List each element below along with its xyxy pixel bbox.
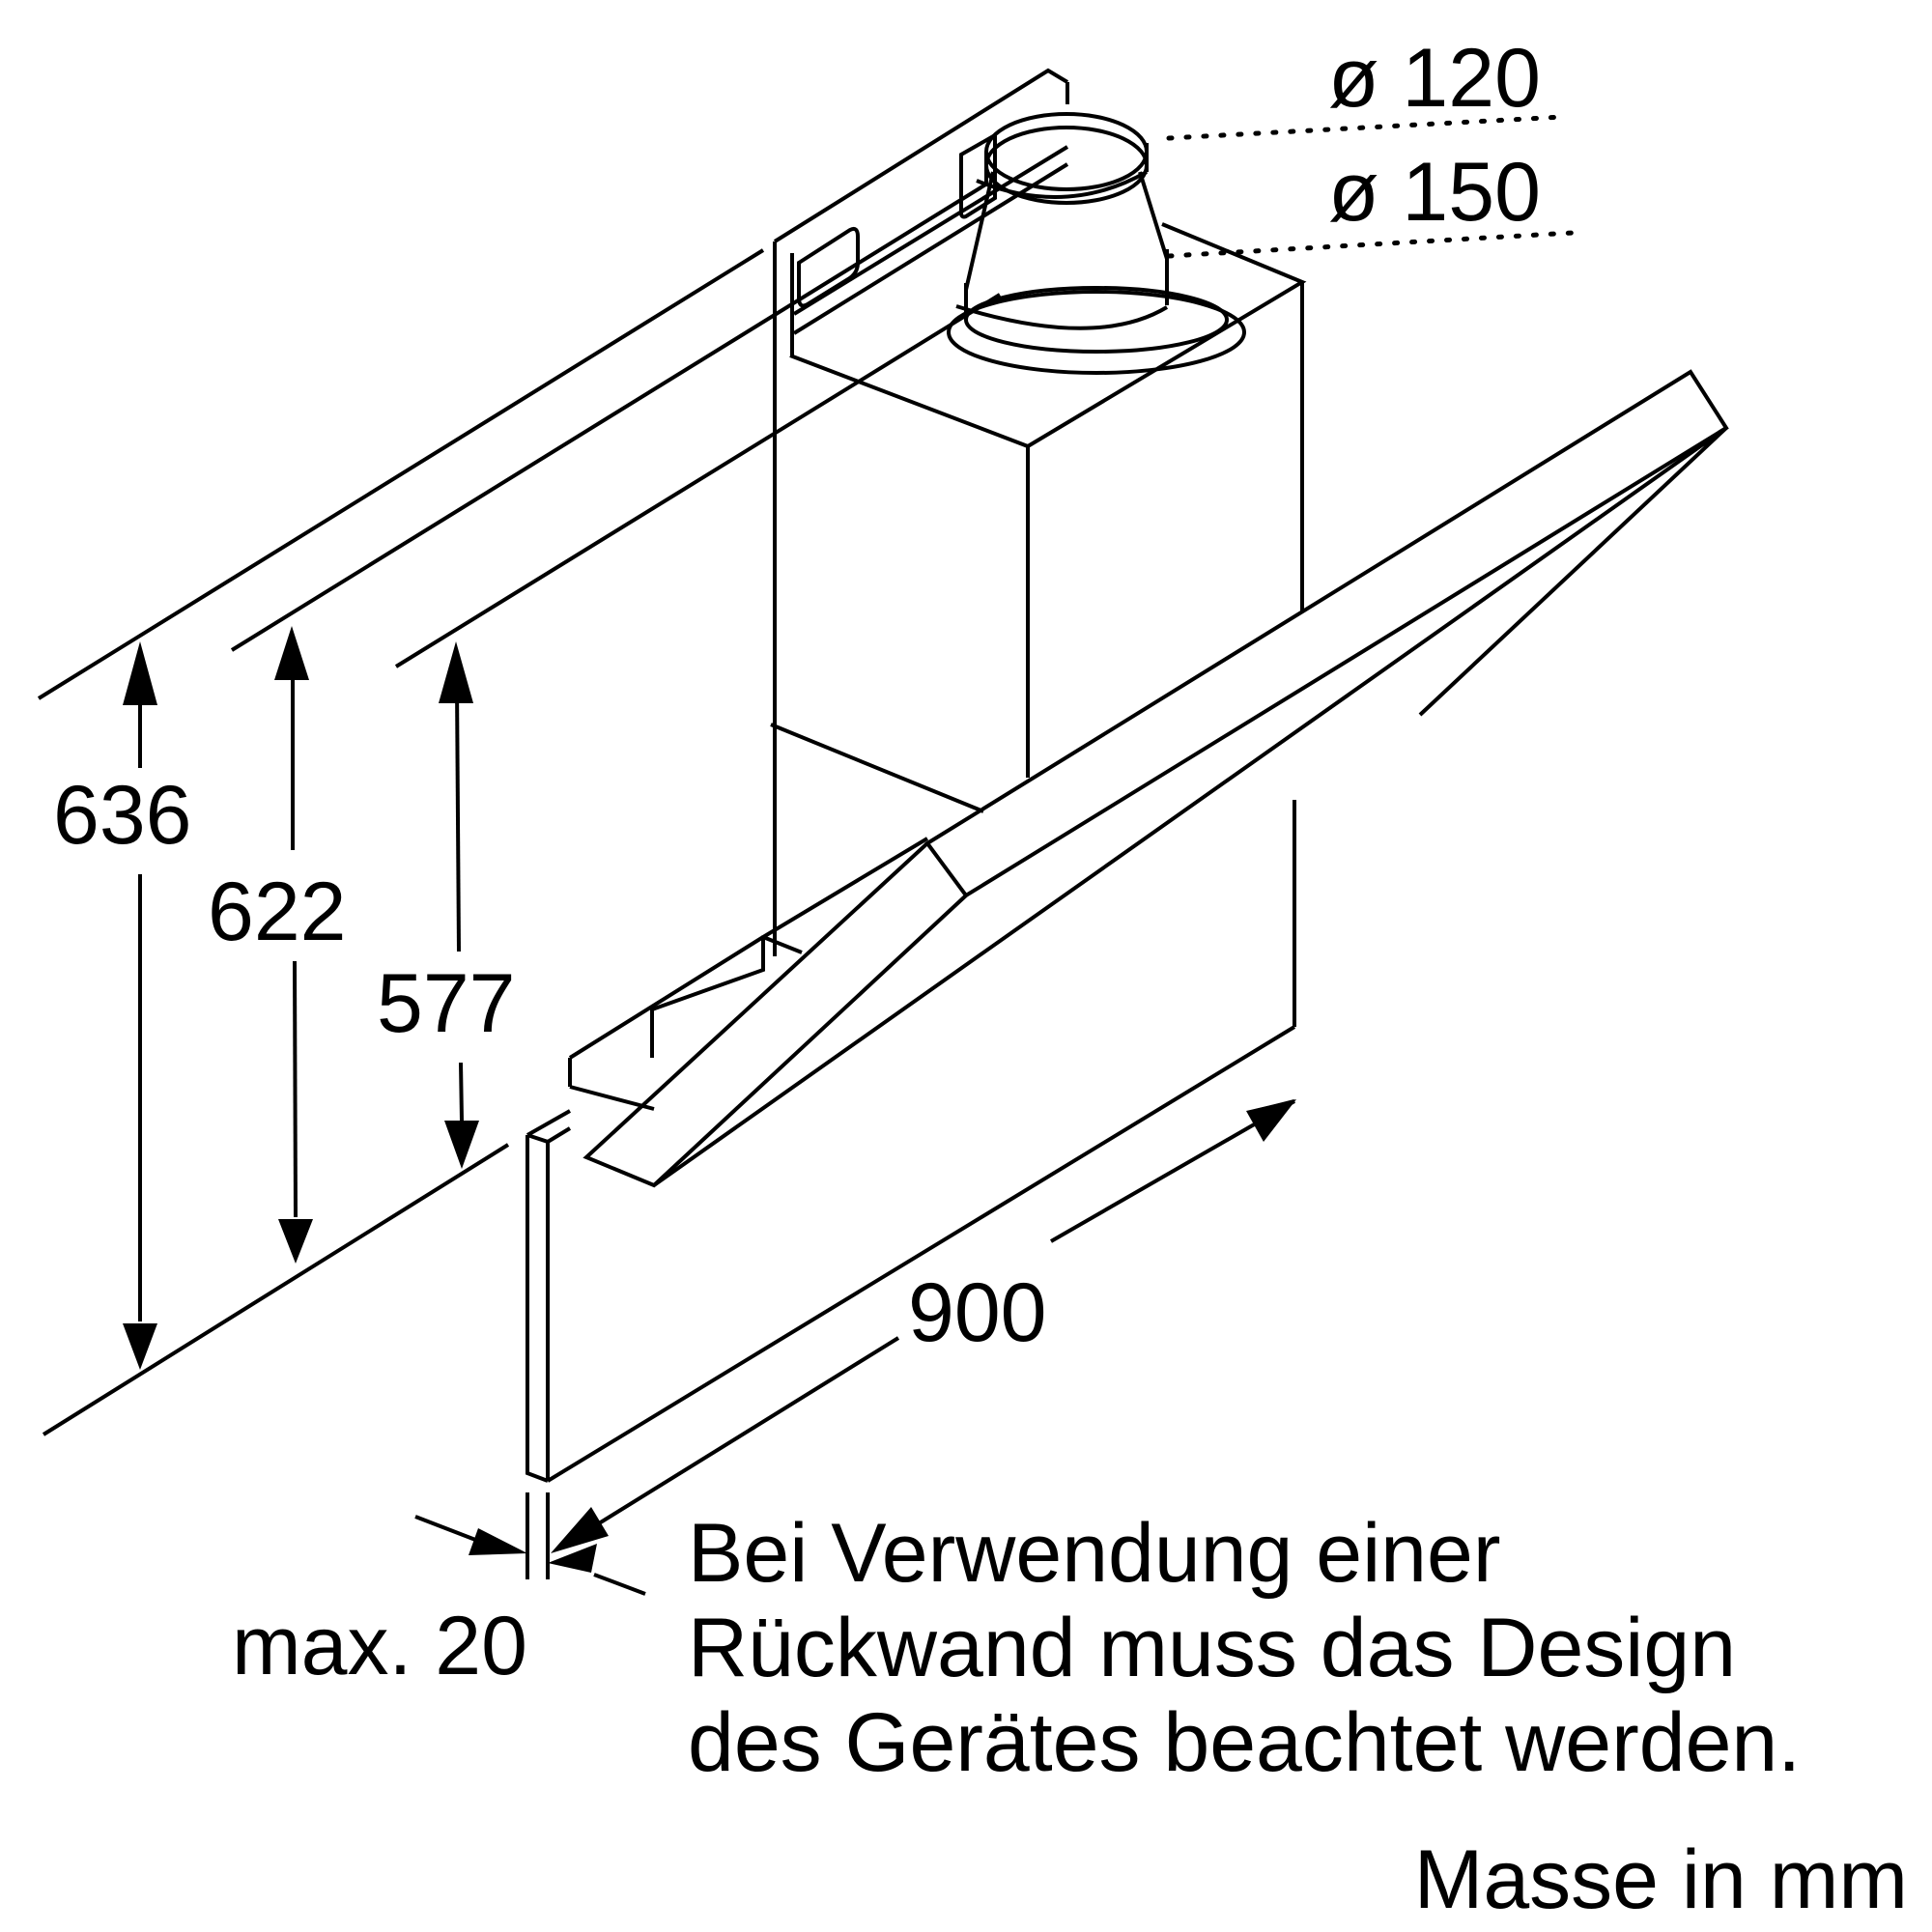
leader-dia-120 <box>1166 114 1566 141</box>
label-height-577: 577 <box>377 957 516 1050</box>
note-line-1: Bei Verwendung einer <box>688 1507 1500 1600</box>
label-width-900: 900 <box>908 1266 1047 1359</box>
hood-body <box>568 369 1729 1188</box>
label-max-20: max. 20 <box>232 1600 527 1692</box>
chimney-bracket <box>773 68 1069 956</box>
units-note: Masse in mm <box>1414 1833 1908 1926</box>
chimney-box <box>770 222 1307 813</box>
leader-dia-150 <box>1166 230 1576 259</box>
dimension-636 <box>123 641 157 1370</box>
label-dia-150: ø 150 <box>1328 146 1541 239</box>
label-dia-120: ø 120 <box>1328 32 1541 125</box>
dimension-max-20 <box>414 1492 646 1596</box>
dimension-900 <box>551 1099 1296 1553</box>
glass-panel <box>526 1025 1296 1483</box>
label-height-636: 636 <box>53 769 192 862</box>
label-height-622: 622 <box>208 866 347 958</box>
note-line-2: Rückwand muss das Design <box>688 1602 1736 1694</box>
wall-reference-lines <box>37 182 1295 1436</box>
duct-connector <box>947 112 1246 375</box>
note-line-3: des Gerätes beachtet werden. <box>688 1696 1801 1789</box>
dimension-622 <box>274 626 313 1264</box>
dimension-577 <box>439 641 479 1169</box>
